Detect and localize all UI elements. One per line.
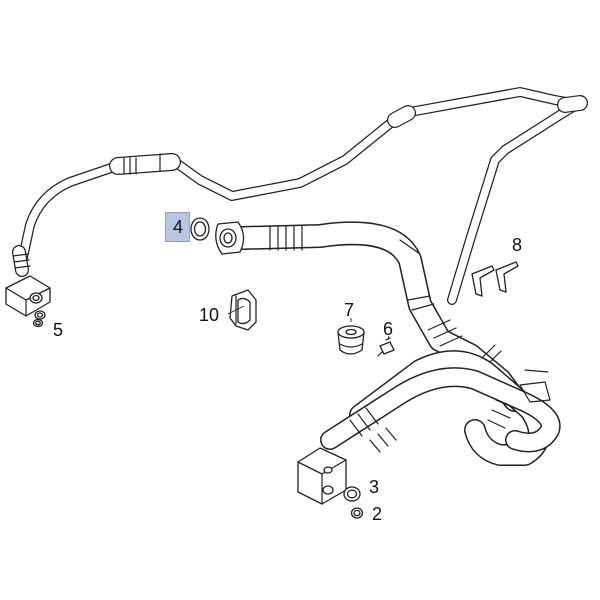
o-ring-3	[343, 486, 361, 502]
hose-clip-10	[229, 289, 257, 331]
callout-2[interactable]: 2	[372, 504, 383, 524]
retaining-clips-8	[471, 261, 519, 297]
leader-lines	[227, 305, 390, 341]
main-thick-hose	[230, 221, 527, 412]
callout-3[interactable]: 3	[369, 477, 380, 497]
callout-8[interactable]: 8	[512, 235, 523, 255]
bottom-end-fitting	[297, 447, 347, 505]
hose-fitting-4	[215, 221, 245, 255]
callout-5[interactable]: 5	[53, 320, 64, 340]
left-end-fitting	[5, 275, 51, 317]
valve-core-6	[377, 337, 395, 357]
o-ring-2	[350, 507, 364, 519]
callout-4[interactable]: 4	[165, 212, 191, 242]
o-ring-set-5	[32, 310, 46, 328]
callout-7[interactable]: 7	[344, 300, 355, 320]
o-ring-4	[190, 217, 210, 241]
callout-10[interactable]: 10	[199, 305, 220, 325]
rubber-mount-7	[337, 325, 365, 355]
upper-ac-line	[12, 87, 588, 305]
lower-hose-loop	[320, 350, 561, 466]
callout-6[interactable]: 6	[383, 319, 394, 339]
